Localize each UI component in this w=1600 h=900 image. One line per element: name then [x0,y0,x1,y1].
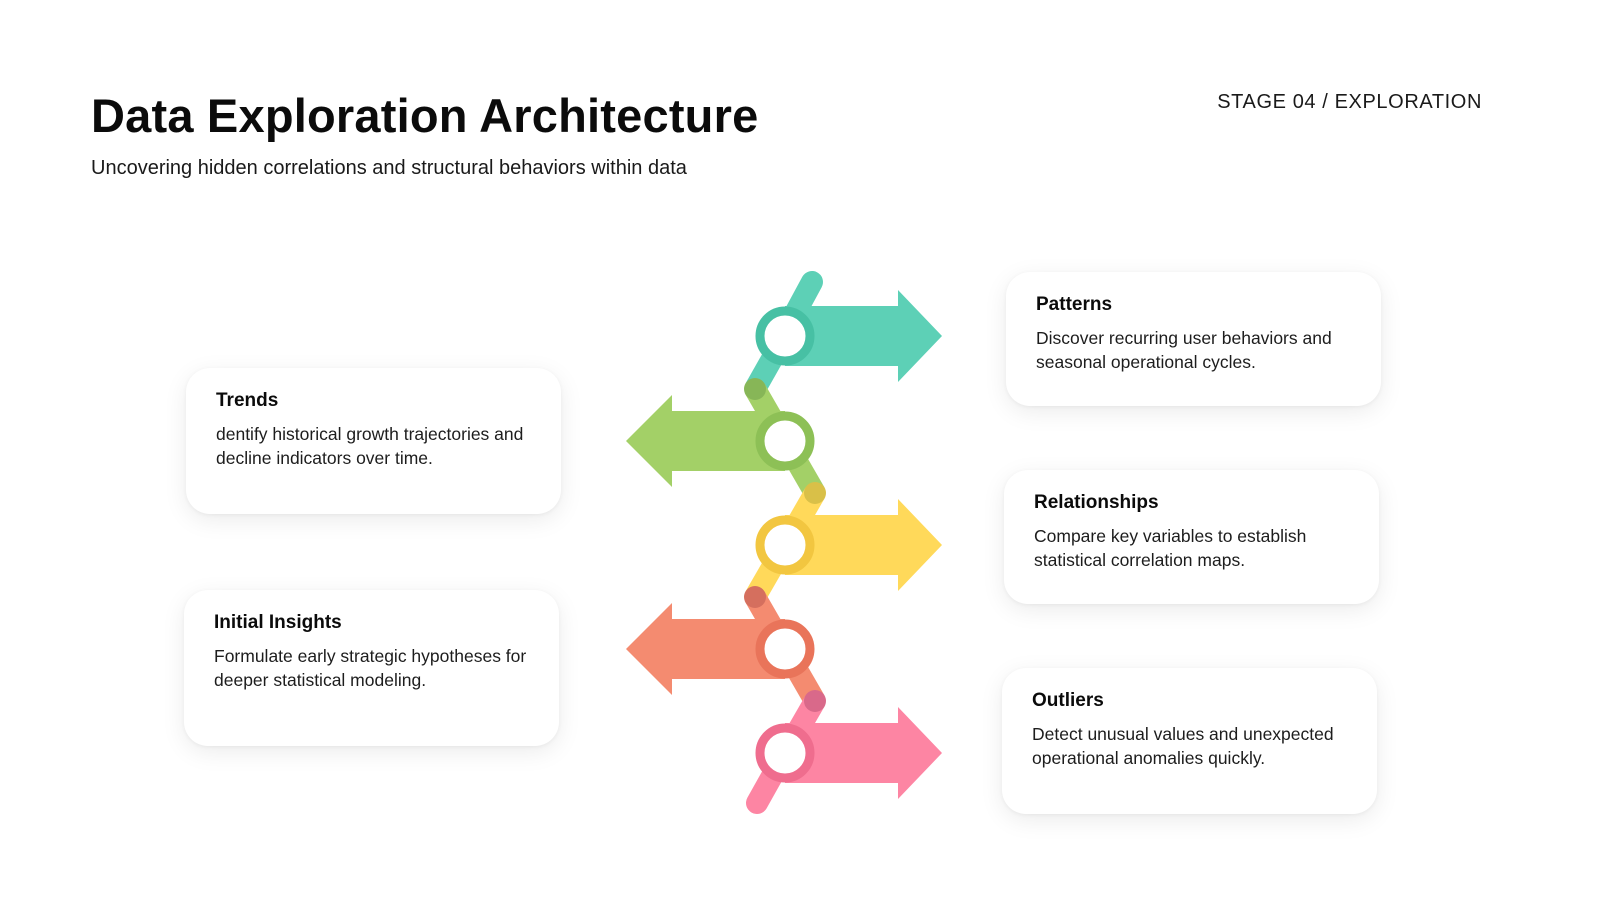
card-desc-trends: dentify historical growth trajectories a… [216,424,524,468]
magnifier-icon [755,515,815,575]
step-patterns [745,271,942,395]
stage-label: STAGE 04 / EXPLORATION [1217,91,1482,113]
arrow-right-icon [785,707,942,799]
joint-dot [804,482,826,504]
step-trends [626,378,825,499]
step-outliers [746,690,942,814]
magnifier-icon [755,306,815,366]
card-desc-initial-insights: Formulate early strategic hypotheses for… [214,646,527,690]
card-initial-insights: Initial Insights Formulate early strateg… [184,590,559,746]
card-outliers: Outliers Detect unusual values and unexp… [1002,668,1377,814]
arrow-right-icon [785,290,942,382]
step-relationships [745,482,942,603]
magnifier-icon [755,411,815,471]
card-patterns: Patterns Discover recurring user behavio… [1006,272,1381,406]
card-title-initial-insights: Initial Insights [214,612,342,633]
arrow-right-icon [785,499,942,591]
magnifier-icon [755,619,815,679]
card-desc-outliers: Detect unusual values and unexpected ope… [1032,724,1334,768]
card-trends: Trends dentify historical growth traject… [186,368,561,514]
magnifier-icon [755,723,815,783]
joint-dot [744,378,766,400]
card-title-outliers: Outliers [1032,690,1104,711]
joint-dot [804,690,826,712]
card-title-relationships: Relationships [1034,492,1159,513]
page-title: Data Exploration Architecture [91,89,759,142]
card-desc-patterns: Discover recurring user behaviors and se… [1036,328,1332,372]
joint-dot [744,586,766,608]
card-relationships: Relationships Compare key variables to e… [1004,470,1379,604]
arrow-left-icon [626,395,785,487]
card-title-trends: Trends [216,390,279,411]
card-desc-relationships: Compare key variables to establish stati… [1034,526,1307,570]
step-insights [626,586,825,707]
card-title-patterns: Patterns [1036,294,1113,315]
page-subtitle: Uncovering hidden correlations and struc… [91,157,687,179]
arrow-left-icon [626,603,785,695]
